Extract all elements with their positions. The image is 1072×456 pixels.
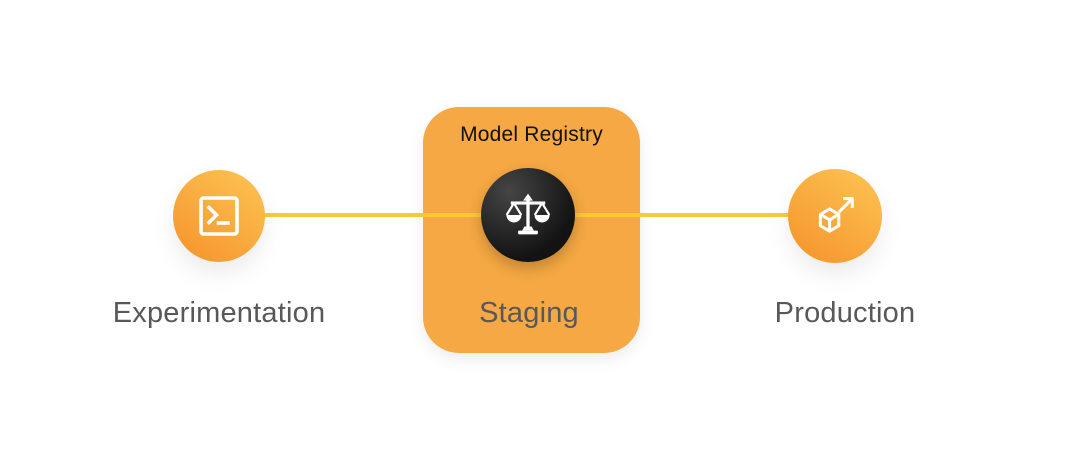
staging-label: Staging (479, 297, 579, 329)
experimentation-label: Experimentation (112, 297, 326, 329)
cube-deploy-icon (809, 190, 861, 242)
production-label: Production (774, 297, 916, 329)
terminal-icon (195, 192, 243, 240)
production-circle (788, 169, 882, 263)
model-registry-title: Model Registry (460, 123, 603, 146)
staging-circle (481, 168, 575, 262)
experimentation-circle (173, 170, 265, 262)
balance-scale-icon (503, 190, 553, 240)
